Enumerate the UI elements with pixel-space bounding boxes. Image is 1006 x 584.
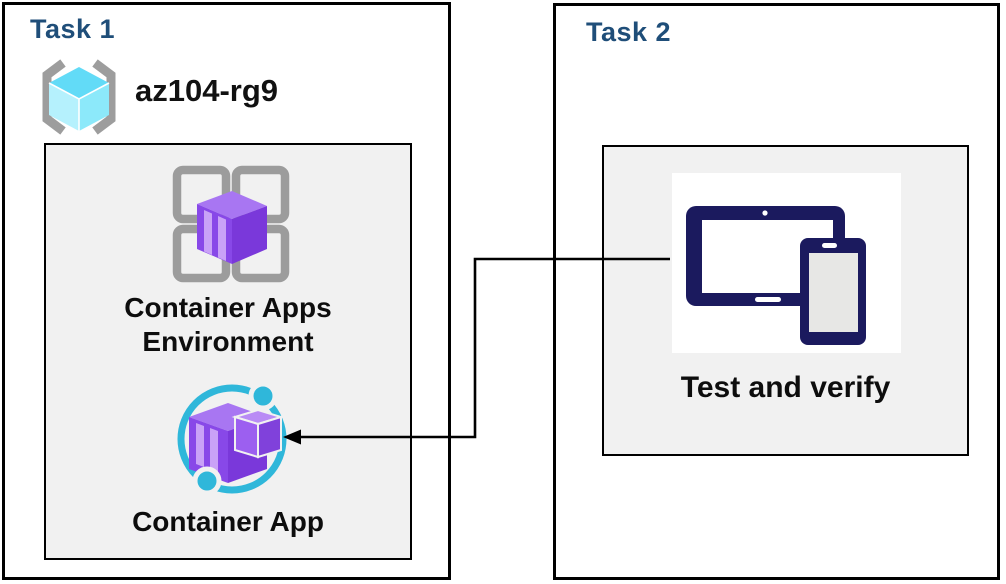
container-app-icon (177, 381, 287, 496)
task2-inner-panel: Test and verify (602, 145, 969, 456)
task1-title: Task 1 (30, 14, 116, 44)
task1-inner-panel: Container Apps Environment Container App (44, 143, 412, 560)
task1-panel: Task 1 az104-rg9 Container Apps En (2, 2, 451, 580)
task2-panel: Task 2 Test and verify (553, 3, 1000, 580)
resource-group-icon (42, 59, 116, 135)
resource-group-name: az104-rg9 (135, 73, 279, 108)
task2-title: Task 2 (586, 17, 672, 47)
container-apps-environment-label: Container Apps Environment (124, 292, 332, 357)
test-and-verify-label: Test and verify (680, 371, 891, 404)
devices-icon (686, 206, 866, 345)
container-apps-environment-icon (172, 165, 290, 283)
container-app-label: Container App (132, 506, 324, 537)
devices-icon-card (672, 173, 901, 353)
